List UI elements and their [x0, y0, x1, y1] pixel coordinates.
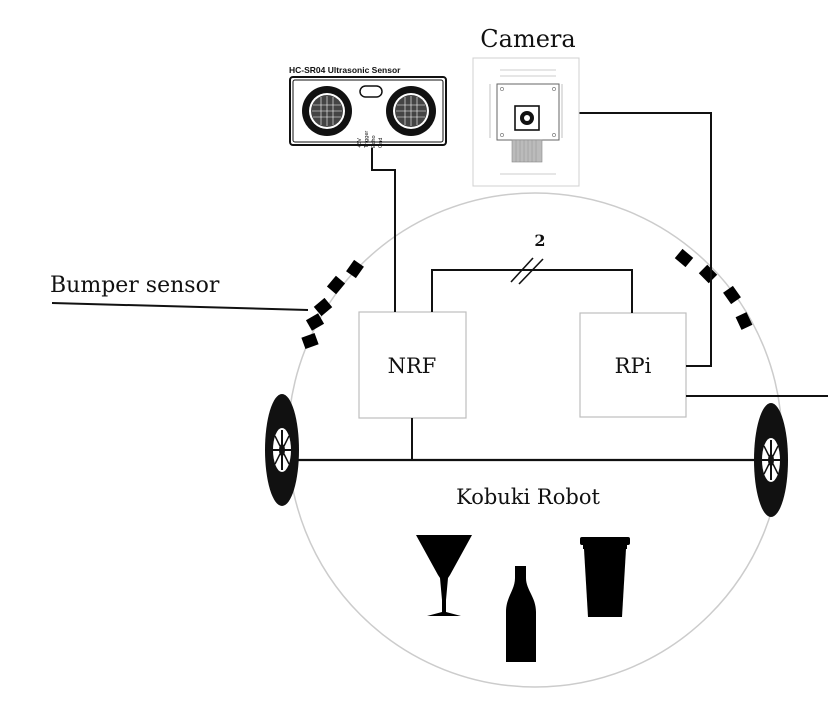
bus-slash-2: [518, 258, 544, 285]
sensor-pin-label: Gnd: [378, 138, 384, 148]
nrf-label: NRF: [388, 354, 437, 378]
right-wheel-icon: [754, 403, 788, 517]
sensor-title: HC-SR04 Ultrasonic Sensor: [289, 65, 401, 75]
bumper-line: [51, 302, 309, 311]
bumper-right: [674, 248, 753, 330]
rpi-box: [579, 312, 687, 418]
rpi-label: RPi: [615, 354, 652, 378]
camera-rpi-wire: [579, 112, 712, 367]
nrf-rpi-bus: [431, 269, 633, 313]
camera-module: Camera: [472, 25, 580, 187]
ultrasonic-sensor: HC-SR04 Ultrasonic Sensor +5V Trigger Ec…: [289, 65, 447, 148]
camera-label: Camera: [480, 25, 575, 53]
left-wheel-icon: [265, 394, 299, 506]
bumper-left: [301, 259, 364, 350]
martini-glass-icon: [416, 535, 472, 616]
sensor-nrf-wire: [371, 148, 396, 312]
bumper-label: Bumper sensor: [50, 273, 220, 298]
robot-label: Kobuki Robot: [456, 485, 600, 509]
bottle-icon: [506, 566, 536, 662]
bus-slash-1: [510, 257, 534, 283]
bus-width-label: 2: [534, 231, 545, 250]
sensor-pin-label: Trigger: [364, 131, 370, 148]
sensor-pin-label: Echo: [371, 135, 377, 148]
sensor-pin-label: +5V: [357, 138, 363, 148]
cup-icon: [580, 537, 630, 617]
